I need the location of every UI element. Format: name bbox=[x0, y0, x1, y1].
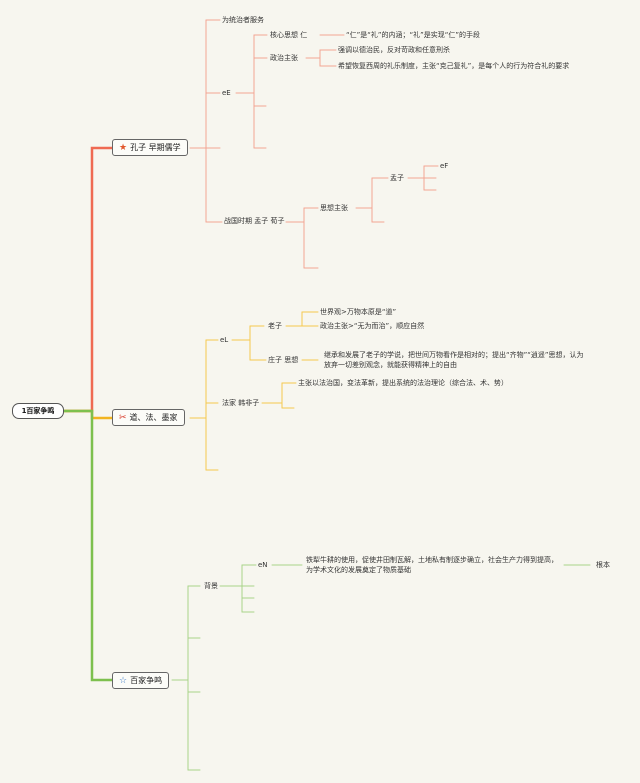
node-zhuangzi-desc[interactable]: 继承和发展了老子的学说，把世间万物看作是相对的；提出“齐物”“逍遥”思想，认为放… bbox=[324, 351, 584, 369]
node-mencius[interactable]: 孟子 bbox=[390, 174, 404, 182]
branch-dao-label: 道、法、墨家 bbox=[129, 413, 178, 422]
node-politics[interactable]: 政治主张 bbox=[270, 54, 298, 62]
trunk-to-branch1 bbox=[62, 146, 114, 413]
node-laozi-politics[interactable]: 政治主张>“无为而治”，顺应自然 bbox=[320, 322, 425, 330]
node-thought-claims[interactable]: 思想主张 bbox=[320, 204, 348, 212]
node-serve-rulers[interactable]: 为统治者服务 bbox=[222, 16, 264, 24]
branch-hundred-label: 百家争鸣 bbox=[130, 676, 163, 685]
node-root-cause[interactable]: 根本 bbox=[596, 561, 610, 569]
node-zhuangzi[interactable]: 庄子 思想 bbox=[268, 356, 299, 364]
node-laozi-worldview[interactable]: 世界观>万物本原是“道” bbox=[320, 308, 397, 316]
root-node[interactable]: 1百家争鸣 bbox=[12, 403, 64, 419]
branch-dao-legal-mohist[interactable]: ✂道、法、墨家 bbox=[112, 409, 185, 426]
node-politics-2[interactable]: 希望恢复西周的礼乐制度，主张“克己复礼”，是每个人的行为符合礼的要求 bbox=[338, 62, 570, 70]
trunk-to-branch3 bbox=[62, 409, 114, 682]
node-warring-states[interactable]: 战国时期 孟子 荀子 bbox=[224, 217, 285, 225]
star-outline-icon: ☆ bbox=[119, 676, 128, 686]
node-el[interactable]: eL bbox=[220, 336, 229, 344]
node-legalism[interactable]: 法家 韩非子 bbox=[222, 399, 260, 407]
node-ee[interactable]: eE bbox=[222, 89, 231, 97]
branch-confucius-label: 孔子 早期儒学 bbox=[130, 143, 181, 152]
node-laozi[interactable]: 老子 bbox=[268, 322, 282, 330]
node-core-desc[interactable]: “仁”是“礼”的内涵；“礼”是实现“仁”的手段 bbox=[346, 31, 481, 39]
node-core-thought[interactable]: 核心思想 仁 bbox=[270, 31, 308, 39]
node-ef[interactable]: eF bbox=[440, 162, 449, 170]
tools-icon: ✂ bbox=[119, 413, 127, 423]
branch-confucius[interactable]: ★孔子 早期儒学 bbox=[112, 139, 188, 156]
node-politics-1[interactable]: 强调以德治民，反对苛政和任意刑杀 bbox=[338, 46, 450, 54]
node-en[interactable]: eN bbox=[258, 561, 268, 569]
node-background-desc[interactable]: 铁犁牛耕的使用，促使井田制瓦解，土地私有制逐步确立，社会生产力得到提高，为学术文… bbox=[306, 556, 558, 574]
star-filled-icon: ★ bbox=[119, 143, 128, 153]
branch-hundred-schools[interactable]: ☆百家争鸣 bbox=[112, 672, 170, 689]
node-legalism-desc[interactable]: 主张以法治国，变法革新，提出系统的法治理论（综合法、术、势） bbox=[298, 379, 508, 387]
node-background[interactable]: 背景 bbox=[204, 582, 218, 590]
